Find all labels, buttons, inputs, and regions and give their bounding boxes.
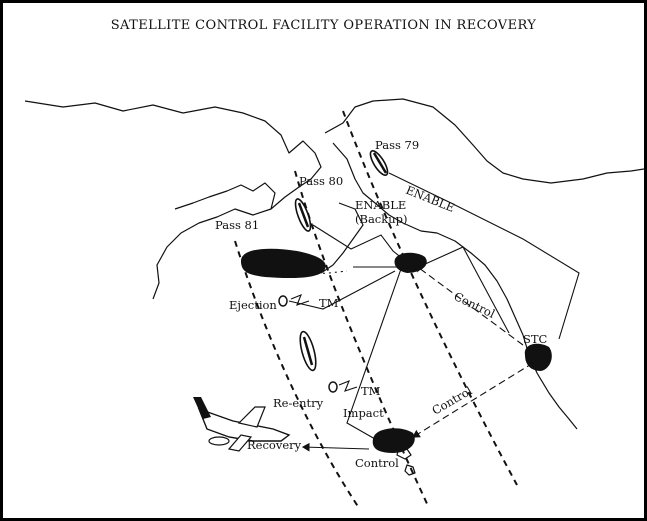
recovery-aircraft-icon [193,397,291,452]
coastline-east [324,98,644,184]
reentry-capsule [328,381,338,393]
label-ejection: Ejection [229,298,277,312]
island-2 [404,464,416,476]
satellite-reentry [299,330,317,372]
label-enable-backup-2: (Backup) [355,212,407,226]
label-pass-81: Pass 81 [215,218,259,232]
ejection-capsule [278,295,288,307]
pass-79-track [342,110,518,486]
control-mid-link [412,362,534,438]
satellite-pass80 [294,198,312,232]
relay-line-4 [422,246,510,334]
label-enable-backup-1: ENABLE [355,198,406,212]
label-impact: Impact [343,406,384,420]
label-tm-lower: TM [361,384,381,398]
pass-80-track [294,170,430,509]
label-tm-upper: TM [319,296,339,310]
tm-zigzag-lower [338,380,358,392]
tm-zigzag-upper [290,294,310,306]
label-recovery: Recovery [247,438,302,452]
label-reentry: Re-entry [273,396,324,410]
coastline-penin [320,202,364,274]
label-stc: STC [523,332,548,346]
pass-81-track [234,240,360,509]
enable-line [388,172,580,340]
coastline [24,100,322,300]
coastline-inner [174,182,276,210]
station-west [241,248,326,279]
control-upper-link [414,264,524,346]
label-control-upper: Control [452,289,498,321]
enable-backup-line [312,224,404,260]
satellite-pass79 [369,150,389,176]
coastline-gulf [332,142,578,430]
label-enable: ENABLE [404,183,457,215]
station-stc [524,343,552,371]
label-pass-80: Pass 80 [299,174,343,188]
label-control-lower: Control [355,456,399,470]
control-lower-link [301,442,370,452]
diagram-frame: SATELLITE CONTROL FACILITY OPERATION IN … [3,3,644,518]
dotted-trail [256,270,348,276]
relay-line-2 [346,268,402,440]
station-recovery [372,428,415,453]
diagram-title: SATELLITE CONTROL FACILITY OPERATION IN … [110,18,537,33]
label-pass-79: Pass 79 [375,138,419,152]
diagram-canvas: Pass 79 Pass 80 Pass 81 ENABLE ENABLE (B… [24,98,644,509]
